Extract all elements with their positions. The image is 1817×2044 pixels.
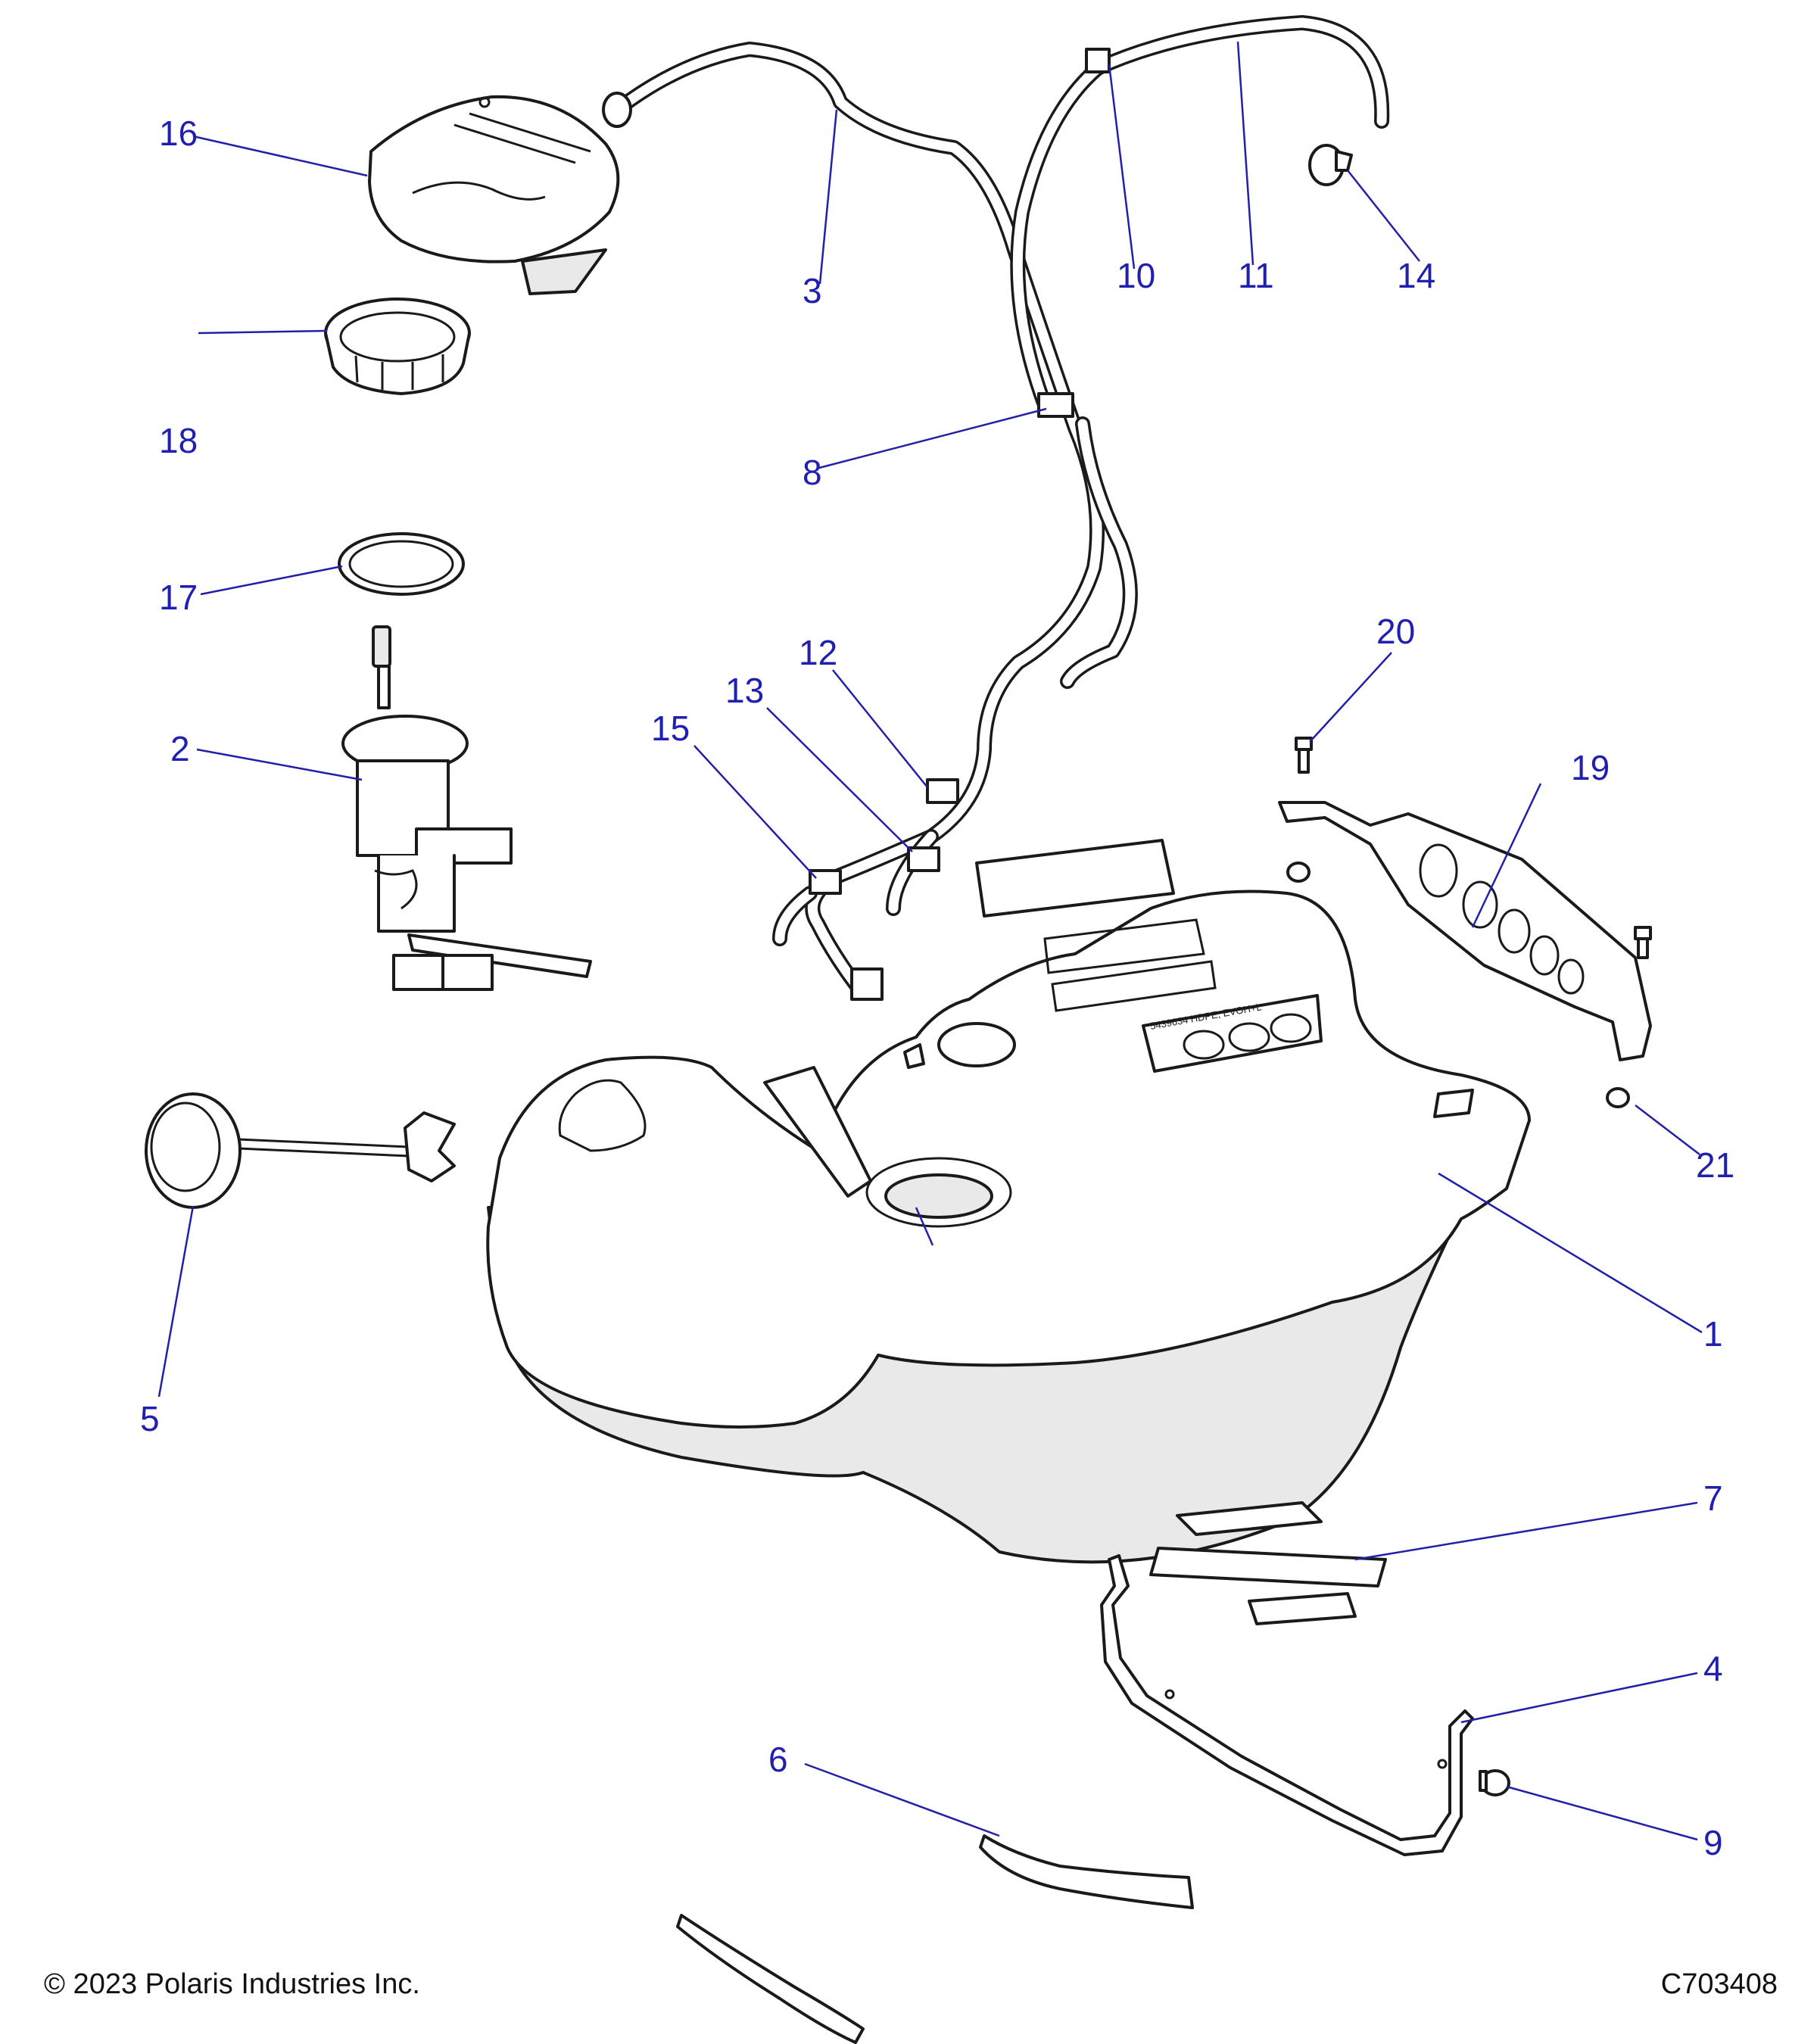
part-14-vent-valve	[1308, 144, 1353, 186]
callout-8: 8	[803, 453, 822, 492]
part-4-strap	[1100, 1554, 1474, 1856]
part-16-pump-cover	[368, 95, 620, 295]
part-18-locking-ring	[324, 298, 471, 395]
callout-12: 12	[799, 633, 837, 672]
callout-15: 15	[651, 709, 690, 748]
callout-19: 19	[1571, 748, 1610, 787]
copyright-notice: © 2023 Polaris Industries Inc.	[44, 1968, 420, 2000]
part-19-heat-shield	[1278, 801, 1652, 1061]
callout-16: 16	[159, 114, 198, 153]
callout-2: 2	[170, 729, 190, 768]
callout-4: 4	[1703, 1649, 1723, 1688]
callout-6: 6	[768, 1740, 788, 1779]
part-2-fuel-pump	[341, 625, 592, 991]
part-1-fuel-tank: 5439634 HDPE, EVOH+L	[486, 839, 1531, 1564]
part-21-nut	[1286, 862, 1630, 1108]
drawing-number: C703408	[1660, 1968, 1778, 2000]
part-6-strip	[676, 1834, 1194, 2044]
part-17-seal	[338, 532, 465, 596]
part-5-fuel-cap	[145, 1092, 456, 1209]
callout-18: 18	[159, 421, 198, 460]
callout-21: 21	[1696, 1145, 1734, 1185]
callout-17: 17	[159, 578, 198, 617]
callout-9: 9	[1703, 1823, 1723, 1862]
callout-labels: 1 2 3 4 5 6 7 8 9 10 11 12 13 14 15 16 1…	[140, 114, 1734, 1862]
callout-1: 1	[1703, 1314, 1723, 1354]
callout-11: 11	[1238, 256, 1274, 295]
callout-7: 7	[1703, 1478, 1723, 1518]
leader-lines	[157, 41, 1703, 1841]
callout-5: 5	[140, 1399, 160, 1438]
part-9-bolt	[1479, 1769, 1510, 1796]
callout-14: 14	[1397, 256, 1435, 295]
callout-13: 13	[725, 671, 764, 710]
callout-10: 10	[1117, 256, 1155, 295]
part-20-bolt	[1295, 737, 1652, 959]
callout-3: 3	[803, 271, 822, 310]
callout-20: 20	[1376, 612, 1415, 651]
part-7-pad	[1149, 1501, 1387, 1625]
fuel-vent-lines	[602, 15, 1390, 1001]
